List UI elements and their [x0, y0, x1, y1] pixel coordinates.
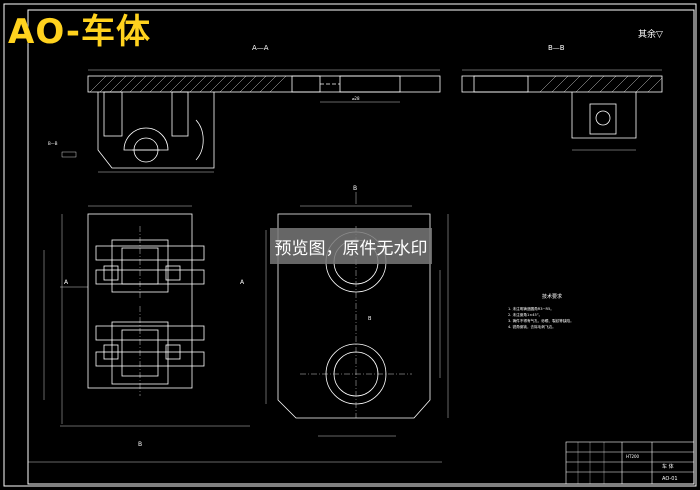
surface-finish-note: 其余▽: [638, 30, 663, 40]
section-bb-view: B—B: [461, 44, 663, 151]
front-view: A B: [28, 205, 442, 463]
view-label-a-right: A: [240, 279, 245, 286]
tech-item-3: 3. 铸件不得有气孔、砂眼、裂纹等缺陷。: [508, 318, 574, 323]
view-label-b-center: B: [368, 316, 372, 322]
svg-text:⌀28: ⌀28: [352, 96, 360, 101]
title-block-drawing-no: AO-01: [662, 476, 678, 482]
tech-requirements: 技术要求 1. 未注明铸造圆角R3~R5。 2. 未注倒角1×45°。 3. 铸…: [508, 293, 574, 329]
tech-heading: 技术要求: [542, 293, 562, 300]
view-label-b-bottom-left: B: [138, 441, 142, 448]
view-label-a-left: A: [64, 279, 69, 286]
section-bb-label: B—B: [548, 44, 565, 52]
title-block-material: HT200: [626, 454, 640, 459]
outer-border: [3, 3, 697, 487]
title-block-part-name: 车 体: [662, 463, 674, 470]
tech-item-1: 1. 未注明铸造圆角R3~R5。: [508, 306, 554, 311]
section-aa-label: A—A: [252, 44, 269, 52]
svg-text:B—B: B—B: [48, 141, 58, 146]
view-label-b-top: B: [353, 185, 357, 192]
section-aa-view: A—A ⌀28 B—B: [48, 44, 441, 173]
inner-border: [27, 9, 695, 485]
plan-view: B A B: [240, 185, 449, 437]
tech-item-4: 4. 锐角倒钝，去除毛刺飞边。: [508, 324, 556, 329]
tech-item-2: 2. 未注倒角1×45°。: [508, 312, 542, 317]
banner-title: AO-车体: [8, 12, 151, 52]
title-block: HT200 车 体 AO-01: [565, 441, 695, 485]
preview-watermark: 预览图，原件无水印: [270, 228, 432, 264]
